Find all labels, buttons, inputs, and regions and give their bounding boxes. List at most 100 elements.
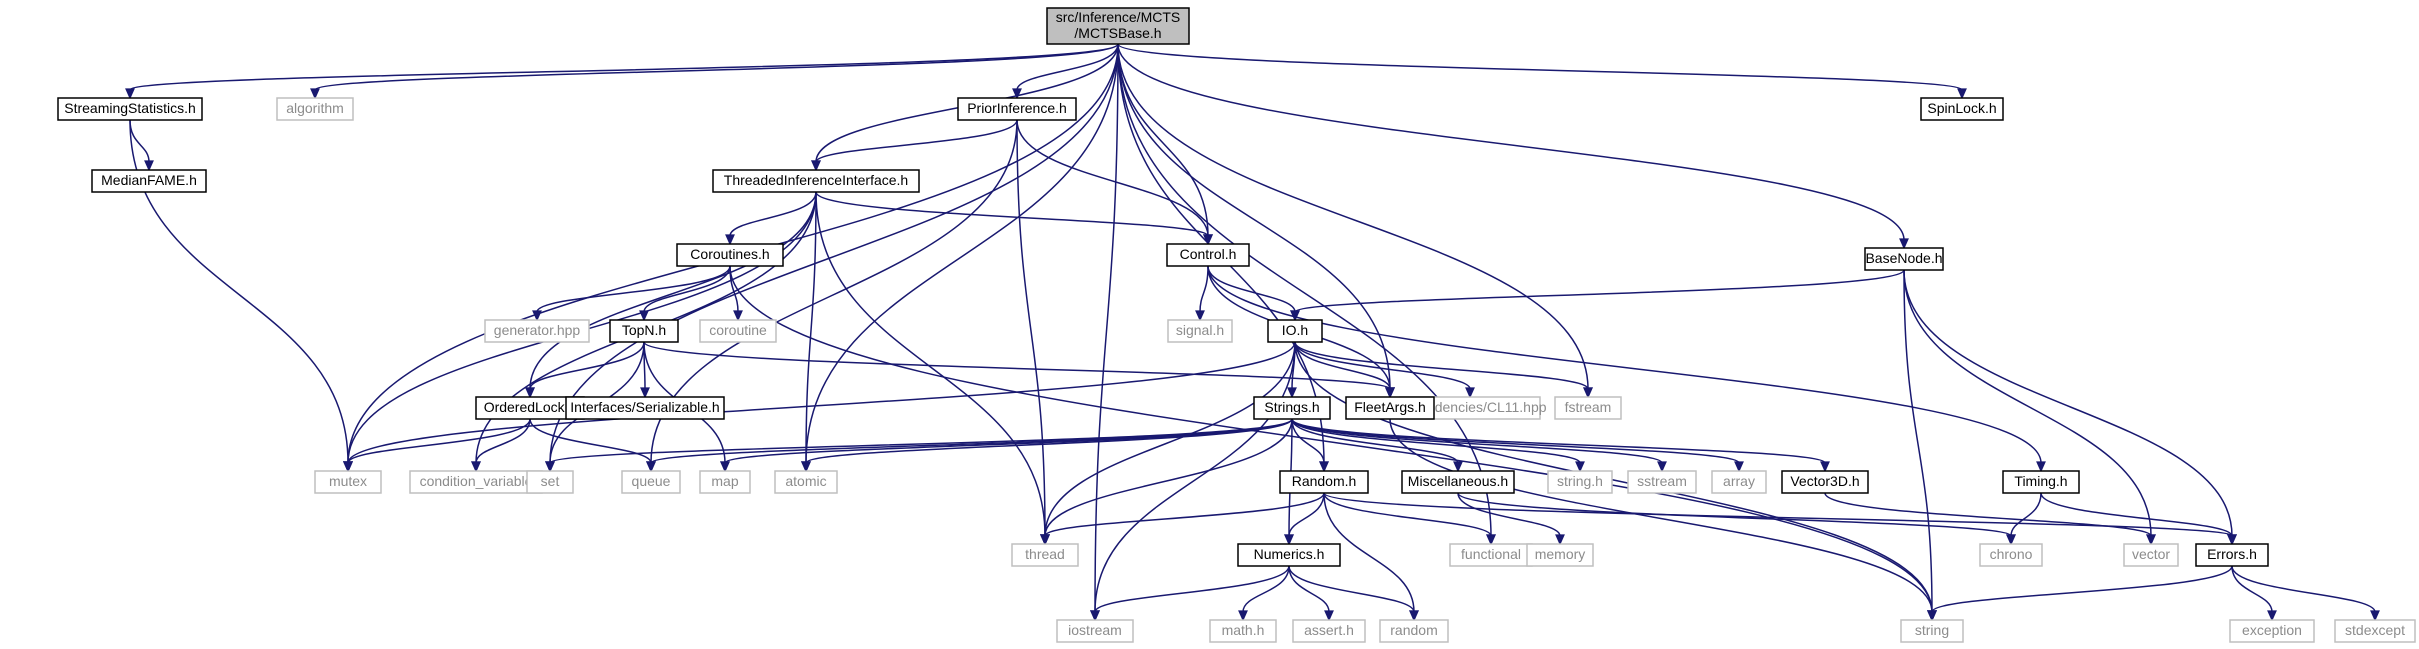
node-topn[interactable]: TopN.h (609, 319, 679, 343)
node-box-spinlock (1920, 97, 2004, 121)
edge-errors-to-exception (2231, 565, 2273, 613)
edge-root-to-functional (1117, 43, 1492, 537)
arrowhead-strings-to-atomic (801, 461, 811, 473)
node-io[interactable]: IO.h (1267, 319, 1323, 343)
edge-prior-to-threaded (815, 119, 1018, 163)
edge-control-to-signal (1199, 265, 1209, 313)
node-medianfame[interactable]: MedianFAME.h (91, 169, 207, 193)
node-strings[interactable]: Strings.h (1253, 396, 1331, 420)
node-label-root-line-0: src/Inference/MCTS (1056, 9, 1180, 25)
edge-io-to-string (1294, 341, 1933, 613)
node-box-vector3d (1781, 470, 1869, 494)
node-box-map (699, 470, 751, 494)
node-box-threaded (712, 169, 920, 193)
node-random_h[interactable]: Random.h (1279, 470, 1369, 494)
node-coroutine: coroutine (699, 319, 777, 343)
node-box-queue (621, 470, 681, 494)
edge-root-to-streaming (129, 43, 1119, 91)
node-orderedlock[interactable]: OrderedLock.h (475, 396, 585, 420)
node-box-strings (1253, 396, 1331, 420)
node-thread: thread (1011, 543, 1079, 567)
edge-strings-to-misc (1291, 418, 1459, 464)
node-misc[interactable]: Miscellaneous.h (1401, 470, 1515, 494)
node-box-assert (1292, 619, 1366, 643)
node-box-exception (2229, 619, 2315, 643)
node-set: set (526, 470, 574, 494)
arrowhead-timing-to-errors (2227, 534, 2237, 546)
edge-fleetargs-to-string (1389, 418, 1933, 613)
node-box-coroutine (699, 319, 777, 343)
node-label-random_h: Random.h (1292, 473, 1357, 489)
node-memory: memory (1526, 543, 1594, 567)
node-label-control: Control.h (1180, 246, 1237, 262)
node-functional: functional (1449, 543, 1533, 567)
node-vector3d[interactable]: Vector3D.h (1781, 470, 1869, 494)
node-box-string (1900, 619, 1964, 643)
node-label-mutex: mutex (329, 473, 367, 489)
arrowhead-strings-to-map (720, 461, 730, 473)
edge-strings-to-array (1291, 418, 1740, 464)
node-box-thread (1011, 543, 1079, 567)
arrowhead-root-to-spinlock (1957, 88, 1967, 100)
node-box-basenode (1864, 247, 1944, 271)
arrowhead-random_h-to-thread (1040, 534, 1050, 546)
node-numerics[interactable]: Numerics.h (1237, 543, 1341, 567)
arrowhead-strings-to-misc (1453, 461, 1463, 473)
node-box-iostream (1056, 619, 1134, 643)
node-stdexcept: stdexcept (2334, 619, 2416, 643)
node-label-errors: Errors.h (2207, 546, 2257, 562)
node-box-errors (2195, 543, 2269, 567)
edge-misc-to-chrono (1457, 492, 2012, 537)
edge-root-to-control (1117, 43, 1209, 237)
node-box-signal (1167, 319, 1233, 343)
node-coroutines[interactable]: Coroutines.h (676, 243, 784, 267)
node-label-coroutines: Coroutines.h (690, 246, 769, 262)
edge-root-to-basenode (1117, 43, 1905, 241)
edge-prior-to-control (1016, 119, 1209, 237)
node-label-io: IO.h (1282, 322, 1308, 338)
node-label-math: math.h (1222, 622, 1265, 638)
node-assert: assert.h (1292, 619, 1366, 643)
node-label-array: array (1723, 473, 1755, 489)
edge-strings-to-sstream (1291, 418, 1663, 464)
arrowhead-topn-to-serializable (640, 387, 650, 399)
node-label-threaded: ThreadedInferenceInterface.h (724, 172, 908, 188)
node-streaming[interactable]: StreamingStatistics.h (57, 97, 203, 121)
node-errors[interactable]: Errors.h (2195, 543, 2269, 567)
arrowhead-random_h-to-numerics (1284, 534, 1294, 546)
node-spinlock[interactable]: SpinLock.h (1920, 97, 2004, 121)
edge-strings-to-set (549, 418, 1293, 464)
edge-basenode-to-errors (1903, 269, 2233, 537)
edge-coroutines-to-topn (643, 265, 731, 313)
node-fleetargs[interactable]: FleetArgs.h (1345, 396, 1435, 420)
node-basenode[interactable]: BaseNode.h (1864, 247, 1944, 271)
edge-orderedlock-to-mutex (347, 418, 531, 464)
arrowhead-orderedlock-to-condvar (471, 461, 481, 473)
arrowhead-root-to-algorithm (310, 88, 320, 100)
arrowhead-strings-to-array (1734, 461, 1744, 473)
edge-errors-to-stdexcept (2231, 565, 2376, 613)
node-prior[interactable]: PriorInference.h (957, 97, 1077, 121)
node-label-random: random (1390, 622, 1437, 638)
node-string_h: string.h (1547, 470, 1613, 494)
node-threaded[interactable]: ThreadedInferenceInterface.h (712, 169, 920, 193)
node-label-atomic: atomic (785, 473, 826, 489)
arrowhead-strings-to-string_h (1575, 461, 1585, 473)
node-math: math.h (1209, 619, 1277, 643)
node-box-vector (2123, 543, 2179, 567)
edge-prior-to-thread (1016, 119, 1046, 537)
node-root[interactable]: src/Inference/MCTS/MCTSBase.h (1046, 7, 1190, 45)
arrowhead-errors-to-exception (2267, 610, 2277, 622)
edge-io-to-fstream (1294, 341, 1589, 390)
node-serializable[interactable]: Interfaces/Serializable.h (565, 396, 725, 420)
node-control[interactable]: Control.h (1166, 243, 1250, 267)
arrowhead-prior-to-threaded (811, 160, 821, 172)
node-label-topn: TopN.h (622, 322, 666, 338)
node-condvar: condition_variable (409, 470, 543, 494)
node-box-medianfame (91, 169, 207, 193)
node-timing[interactable]: Timing.h (2002, 470, 2080, 494)
node-label-serializable: Interfaces/Serializable.h (570, 399, 719, 415)
node-label-map: map (711, 473, 738, 489)
node-iostream: iostream (1056, 619, 1134, 643)
node-mutex: mutex (314, 470, 382, 494)
